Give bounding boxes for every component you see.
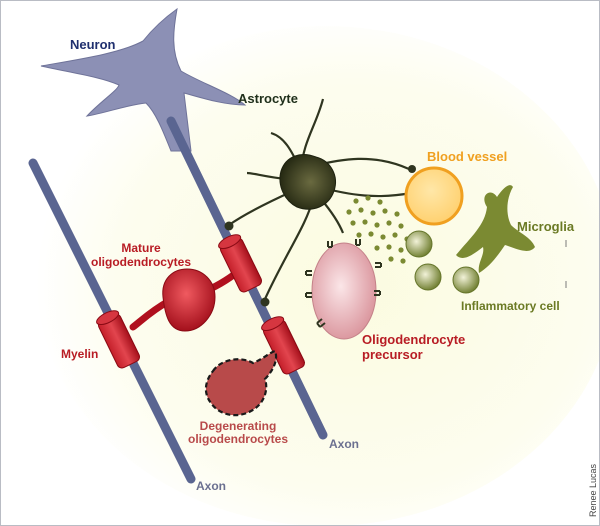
blood-vessel <box>404 166 464 226</box>
inflammatory-cell-3 <box>452 266 480 294</box>
label-microglia: Microglia <box>517 219 575 234</box>
neuron-cell-body <box>40 7 247 152</box>
credit-text: Renee Lucas <box>588 463 598 517</box>
astrocyte-endfoot-myelin <box>224 221 234 231</box>
label-astrocyte: Astrocyte <box>238 91 298 106</box>
microglia-cell <box>456 185 535 273</box>
label-mature-line2: oligodendrocytes <box>91 255 191 269</box>
label-axon-left: Axon <box>196 479 226 493</box>
myelin-sheath-lower <box>261 316 305 375</box>
label-axon-right: Axon <box>329 437 359 451</box>
label-inflammatory-cell: Inflammatory cell <box>461 299 560 313</box>
precursor-receptors <box>305 239 382 328</box>
label-mature-line1: Mature <box>121 241 161 255</box>
astrocyte-endfoot-axon <box>260 297 270 307</box>
astrocyte-endfoot-vessel <box>408 165 416 173</box>
label-degenerating-line2: oligodendrocytes <box>188 432 288 446</box>
mature-oligodendrocyte-body <box>162 268 216 332</box>
label-myelin: Myelin <box>61 347 98 361</box>
label-precursor-line1: Oligodendrocyte <box>362 332 465 347</box>
astrocyte-body <box>279 154 336 210</box>
label-neuron: Neuron <box>70 37 116 52</box>
inflammatory-cell-2 <box>414 263 442 291</box>
myelin-sheath-left <box>96 310 140 369</box>
inflammatory-cell-1 <box>405 230 433 258</box>
degenerating-oligodendrocyte <box>204 349 278 417</box>
label-degenerating-line1: Degenerating <box>200 419 277 433</box>
label-precursor-line2: precursor <box>362 347 423 362</box>
myelin-sheath-upper <box>218 234 262 293</box>
label-blood-vessel: Blood vessel <box>427 149 507 164</box>
secreted-factor-dots <box>346 195 410 264</box>
